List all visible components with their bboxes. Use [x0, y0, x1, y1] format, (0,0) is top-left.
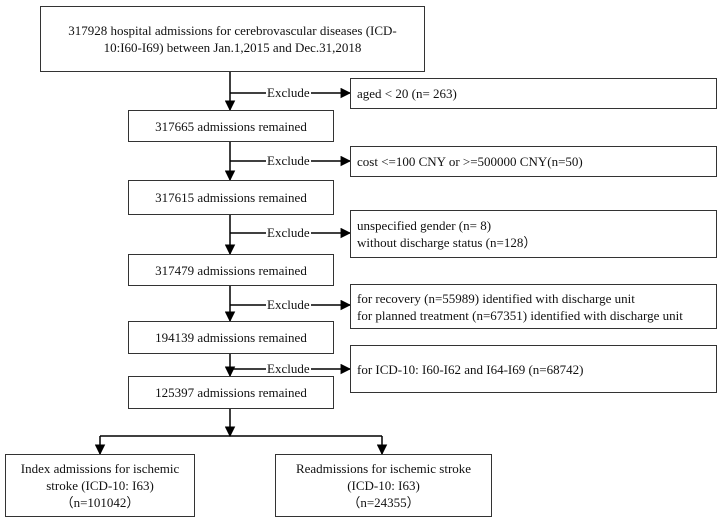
remained-box-4: 194139 admissions remained [128, 321, 334, 354]
remained-text-2: 317615 admissions remained [155, 190, 307, 205]
readmit-line-2: (ICD-10: I63) [347, 478, 420, 493]
remained-box-1: 317665 admissions remained [128, 110, 334, 142]
source-line-2: 10:I60-I69) between Jan.1,2015 and Dec.3… [103, 40, 362, 55]
readmit-line-1: Readmissions for ischemic stroke [295, 461, 472, 476]
readmit-line-3: （n=24355） [347, 495, 420, 510]
index-line-2: stroke (ICD-10: I63) [46, 478, 154, 493]
remained-text-4: 194139 admissions remained [155, 330, 307, 345]
exclusion-box-4: for recovery (n=55989) identified with d… [350, 284, 717, 329]
index-line-1: Index admissions for ischemic [20, 461, 180, 476]
exclusion-box-1: aged < 20 (n= 263) [350, 78, 717, 109]
source-line-1: 317928 hospital admissions for cerebrova… [68, 23, 397, 38]
readmissions-box: Readmissions for ischemic stroke (ICD-10… [275, 454, 492, 517]
remained-text-5: 125397 admissions remained [155, 385, 307, 400]
exclude-label-5: Exclude [266, 361, 311, 376]
remained-box-5: 125397 admissions remained [128, 376, 334, 409]
exclusion-box-3: unspecified gender (n= 8) without discha… [350, 210, 717, 258]
exclusion-1-line-1: aged < 20 (n= 263) [357, 86, 457, 101]
remained-box-2: 317615 admissions remained [128, 180, 334, 215]
exclude-label-3: Exclude [266, 225, 311, 240]
exclude-label-1: Exclude [266, 85, 311, 100]
exclusion-4-line-1: for recovery (n=55989) identified with d… [357, 290, 635, 306]
remained-box-3: 317479 admissions remained [128, 254, 334, 286]
index-line-3: （n=101042） [60, 495, 140, 510]
remained-text-1: 317665 admissions remained [155, 118, 307, 134]
exclusion-box-2: cost <=100 CNY or >=500000 CNY(n=50) [350, 146, 717, 177]
source-admissions-box: 317928 hospital admissions for cerebrova… [40, 6, 425, 72]
index-admissions-box: Index admissions for ischemic stroke (IC… [5, 454, 195, 517]
exclusion-4-line-2: for planned treatment (n=67351) identifi… [357, 307, 683, 323]
exclude-label-2: Exclude [266, 153, 311, 168]
exclusion-2-line-1: cost <=100 CNY or >=500000 CNY(n=50) [357, 154, 583, 169]
exclusion-3-line-2: without discharge status (n=128） [357, 235, 537, 250]
exclude-label-4: Exclude [266, 297, 311, 312]
remained-text-3: 317479 admissions remained [155, 262, 307, 278]
exclusion-box-5: for ICD-10: I60-I62 and I64-I69 (n=68742… [350, 345, 717, 393]
exclusion-3-line-1: unspecified gender (n= 8) [357, 218, 492, 233]
exclusion-5-line-1: for ICD-10: I60-I62 and I64-I69 (n=68742… [357, 361, 584, 377]
